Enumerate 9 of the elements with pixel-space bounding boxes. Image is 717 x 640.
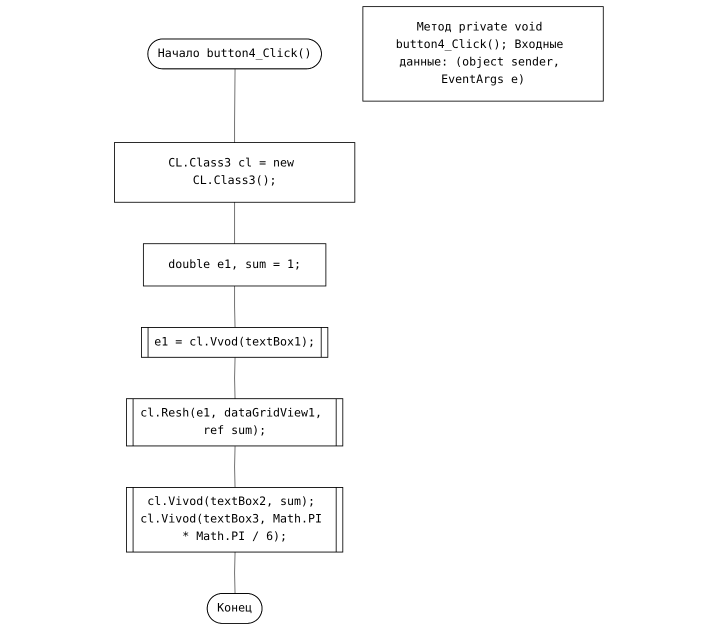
connector [234, 286, 236, 328]
node-box: double e1, sum = 1; [142, 243, 326, 286]
connector [234, 357, 236, 400]
connector [234, 68, 236, 143]
node-box: CL.Class3 cl = new CL.Class3(); [114, 142, 355, 203]
connector [234, 552, 236, 594]
connector [234, 202, 235, 244]
connector [234, 446, 236, 488]
node-box: Метод private void button4_Click(); Входные данные: (object sender, EventArgs e) [362, 6, 604, 102]
